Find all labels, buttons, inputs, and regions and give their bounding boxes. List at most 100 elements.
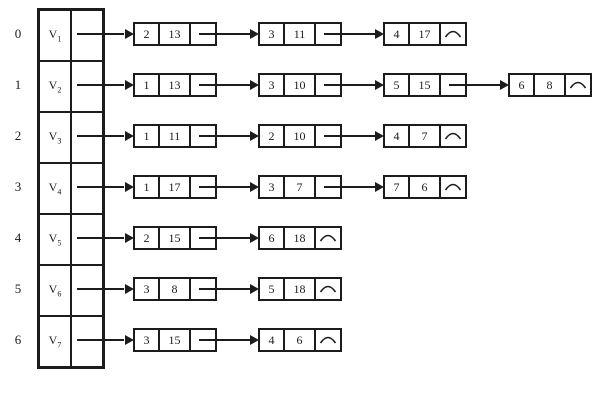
list-head-arrow-line [77,287,124,290]
null-pointer-icon [444,132,462,140]
vertex-cell: V4 [39,163,71,214]
next-arrow-head [250,79,259,90]
node-adjacent-cell: 2 [135,227,160,248]
vertex-label: V7 [48,333,62,350]
vertex-cell: V7 [39,316,71,367]
next-arrow-head [375,79,384,90]
list-head-arrow-line [77,338,124,341]
node-adjacent-cell: 4 [385,23,410,44]
node-weight-cell: 13 [160,74,191,95]
node-adjacent-cell: 6 [510,74,535,95]
node-adjacent-cell: 7 [385,176,410,197]
node-weight-cell: 6 [285,329,316,350]
next-arrow-line [199,32,250,35]
next-arrow-line [199,83,250,86]
vertex-label: V3 [48,129,62,146]
vertex-cell: V1 [39,10,71,61]
node-weight-cell: 11 [285,23,316,44]
next-arrow-head [500,79,509,90]
node-adjacent-cell: 1 [135,74,160,95]
node-weight-cell: 18 [285,278,316,299]
list-head-arrow-line [77,134,124,137]
next-arrow-line [324,32,375,35]
array-index-label: 6 [14,331,22,347]
node-weight-cell: 13 [160,23,191,44]
next-arrow-line [324,83,375,86]
node-next-pointer-cell [316,279,340,299]
next-arrow-line [199,338,250,341]
vertex-label: V5 [48,231,62,248]
node-adjacent-cell: 1 [135,176,160,197]
vertex-cell: V2 [39,61,71,112]
list-head-arrow-head [125,232,134,243]
node-adjacent-cell: 4 [260,329,285,350]
node-weight-cell: 17 [410,23,441,44]
node-weight-cell: 15 [160,227,191,248]
node-weight-cell: 7 [410,125,441,146]
next-arrow-head [375,181,384,192]
node-adjacent-cell: 2 [135,23,160,44]
vertex-label: V1 [48,27,62,44]
node-weight-cell: 6 [410,176,441,197]
list-head-arrow-head [125,334,134,345]
vertex-cell: V3 [39,112,71,163]
node-weight-cell: 18 [285,227,316,248]
null-pointer-icon [444,30,462,38]
list-head-arrow-head [125,28,134,39]
next-arrow-line [324,134,375,137]
node-weight-cell: 10 [285,125,316,146]
node-next-pointer-cell [441,177,465,197]
list-head-arrow-head [125,181,134,192]
node-adjacent-cell: 1 [135,125,160,146]
vertex-cell: V6 [39,265,71,316]
array-pointer-cell [71,265,103,316]
list-head-arrow-head [125,283,134,294]
node-adjacent-cell: 3 [135,329,160,350]
node-weight-cell: 15 [410,74,441,95]
array-index-label: 0 [14,25,22,41]
node-weight-cell: 17 [160,176,191,197]
next-arrow-line [199,134,250,137]
node-weight-cell: 15 [160,329,191,350]
list-head-arrow-line [77,83,124,86]
array-index-label: 2 [14,127,22,143]
list-head-arrow-line [77,236,124,239]
node-next-pointer-cell [566,75,590,95]
next-arrow-line [199,236,250,239]
next-arrow-head [375,28,384,39]
null-pointer-icon [319,234,337,242]
array-index-label: 4 [14,229,22,245]
node-adjacent-cell: 3 [260,176,285,197]
array-pointer-cell [71,214,103,265]
list-head-arrow-head [125,79,134,90]
array-pointer-cell [71,10,103,61]
null-pointer-icon [569,81,587,89]
array-index-label: 1 [14,76,22,92]
next-arrow-head [250,334,259,345]
node-next-pointer-cell [316,330,340,350]
list-head-arrow-line [77,185,124,188]
node-adjacent-cell: 4 [385,125,410,146]
node-adjacent-cell: 3 [260,23,285,44]
array-pointer-cell [71,163,103,214]
next-arrow-head [250,28,259,39]
vertex-label: V4 [48,180,62,197]
next-arrow-head [250,130,259,141]
node-adjacent-cell: 3 [135,278,160,299]
list-head-arrow-head [125,130,134,141]
next-arrow-line [449,83,500,86]
node-weight-cell: 11 [160,125,191,146]
array-pointer-cell [71,61,103,112]
vertex-label: V6 [48,282,62,299]
node-weight-cell: 10 [285,74,316,95]
null-pointer-icon [319,285,337,293]
